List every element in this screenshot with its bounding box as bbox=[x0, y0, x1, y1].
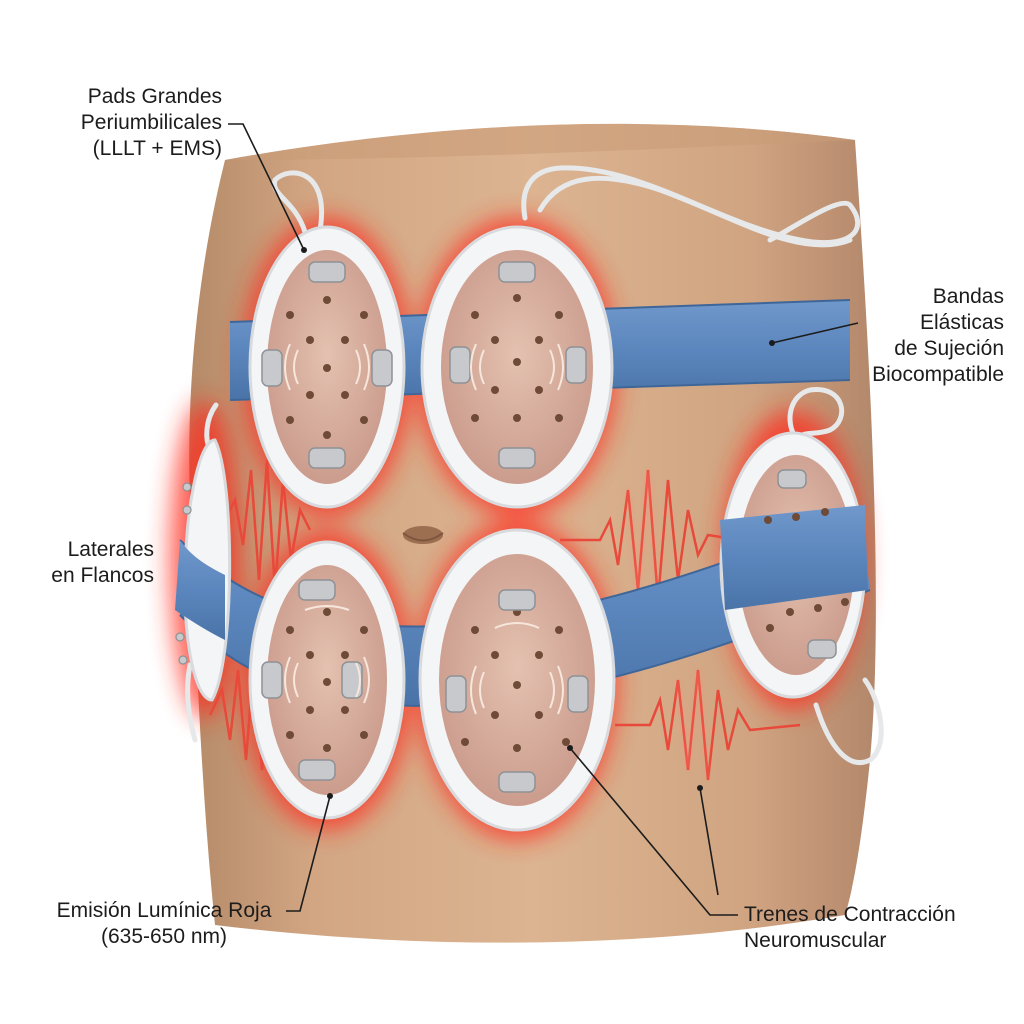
cable-icon bbox=[185, 165, 884, 765]
label-line: (LLLT + EMS) bbox=[92, 137, 222, 160]
label-trenes-contraccion: Trenes de Contracción Neuromuscular bbox=[744, 902, 956, 954]
electrode-dot-icon bbox=[286, 296, 368, 439]
contact-button-icon bbox=[261, 261, 393, 469]
label-line: Neuromuscular bbox=[744, 929, 887, 952]
label-line: Periumbilicales bbox=[80, 111, 222, 134]
pad-bottom-left bbox=[248, 540, 406, 820]
label-line: Elásticas bbox=[919, 311, 1004, 334]
leader-trenes-contraccion-1 bbox=[569, 747, 738, 916]
label-line: Trenes de Contracción bbox=[744, 903, 956, 926]
label-laterales-flancos: Laterales en Flancos bbox=[51, 537, 154, 589]
label-line: Emisión Lumínica Roja bbox=[56, 899, 272, 922]
vibration-arc-icon bbox=[284, 343, 370, 391]
label-emision-roja: Emisión Lumínica Roja (635-650 nm) bbox=[42, 898, 286, 950]
pad-flank-left bbox=[175, 438, 232, 702]
label-line: Pads Grandes bbox=[87, 85, 222, 108]
pad-flank-right bbox=[719, 431, 868, 699]
label-line: Bandas bbox=[932, 285, 1004, 308]
label-line: de Sujeción bbox=[894, 337, 1004, 360]
leader-lines bbox=[228, 123, 859, 916]
leader-bandas-elasticas bbox=[771, 322, 859, 344]
label-line: Biocompatible bbox=[872, 363, 1004, 386]
label-line: (635-650 nm) bbox=[100, 925, 228, 948]
pad-bottom-right bbox=[418, 528, 616, 832]
label-line: Laterales bbox=[67, 538, 154, 561]
pad-top-right bbox=[420, 225, 614, 509]
label-pads-periumbilicales: Pads Grandes Periumbilicales (LLLT + EMS… bbox=[81, 84, 222, 162]
leader-emision-roja bbox=[286, 795, 331, 912]
pad-top-left bbox=[248, 225, 406, 509]
label-bandas-elasticas: Bandas Elásticas de Sujeción Biocompatib… bbox=[872, 284, 1004, 388]
label-line: en Flancos bbox=[51, 564, 154, 587]
leader-pads-periumbilicales bbox=[228, 123, 305, 251]
leader-trenes-contraccion-2 bbox=[699, 787, 719, 896]
